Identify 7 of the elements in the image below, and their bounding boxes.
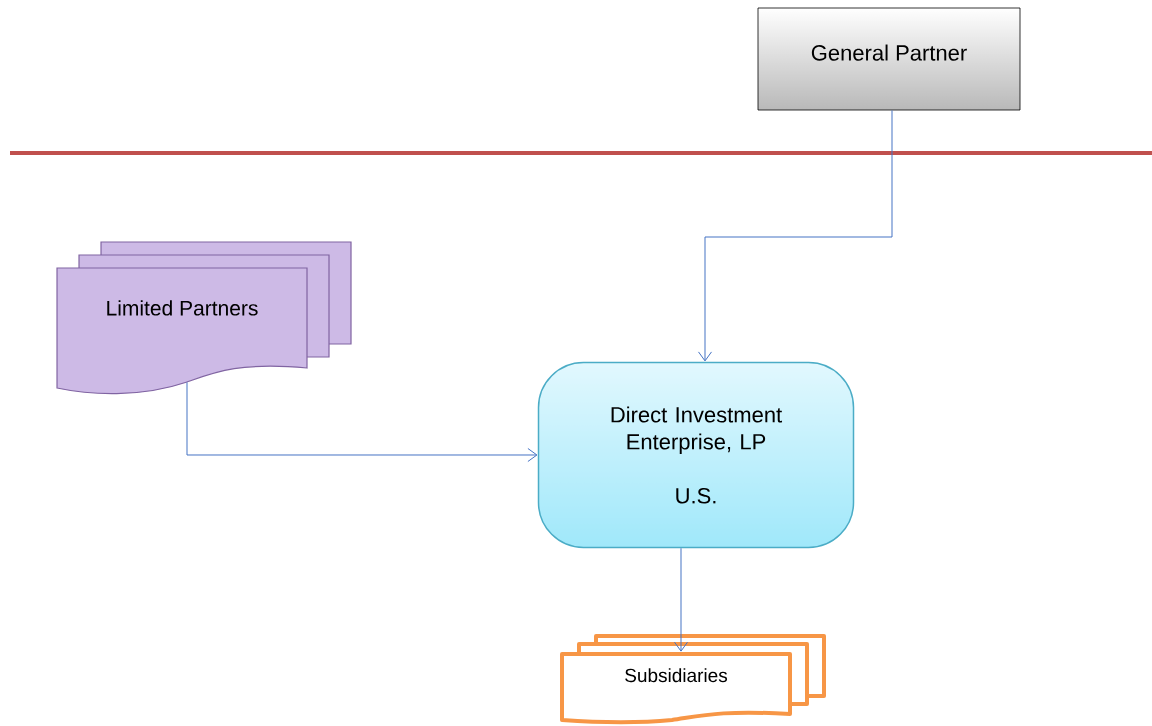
document-stack: Limited Partners	[56, 241, 352, 395]
rounded-box: Direct Investment Enterprise, LP U.S.	[537, 361, 855, 549]
process-box: General Partner	[757, 7, 1021, 111]
arrow	[698, 109, 893, 362]
arrow	[674, 547, 688, 652]
document-stack: Subsidiaries	[560, 634, 826, 725]
arrow	[186, 381, 538, 462]
